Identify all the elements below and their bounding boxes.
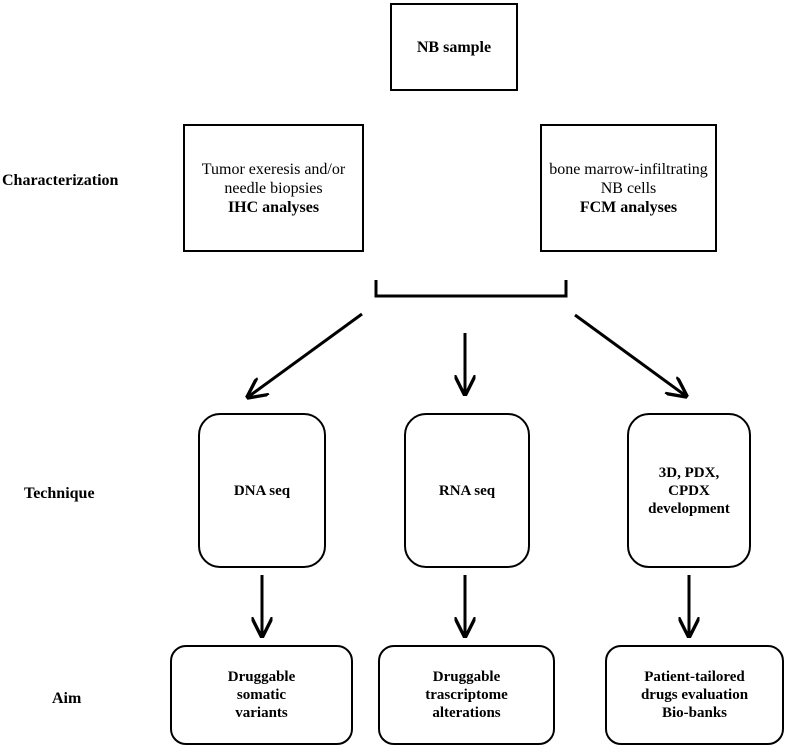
row-label-characterization: Characterization — [2, 172, 119, 189]
tumor-line-2: needle biopsies — [224, 179, 323, 197]
row-label-aim: Aim — [52, 690, 82, 707]
aim-box-transcriptome: Druggable trascriptome alterations — [378, 645, 555, 745]
characterization-box-tumor: Tumor exeresis and/or needle biopsies IH… — [183, 124, 364, 252]
aim-line: Druggable — [432, 669, 501, 685]
bracket-connector — [374, 280, 568, 298]
fcm-analyses-label: FCM analyses — [579, 198, 678, 216]
technique-box-dna-seq: DNA seq — [198, 413, 326, 568]
tumor-line-1: Tumor exeresis and/or — [201, 160, 346, 178]
technique-box-rna-seq: RNA seq — [404, 413, 530, 568]
aim-line: Druggable — [227, 669, 296, 685]
nb-sample-box: NB sample — [390, 3, 518, 91]
aim-line: alterations — [432, 705, 501, 721]
aim-line: somatic — [236, 687, 287, 703]
characterization-box-bone-marrow: bone marrow-infiltrating NB cells FCM an… — [540, 124, 717, 252]
technique-line: RNA seq — [438, 482, 496, 499]
technique-line: DNA seq — [233, 482, 291, 499]
aim-line: variants — [235, 705, 288, 721]
bone-marrow-line-1: bone marrow-infiltrating — [549, 160, 708, 178]
aim-box-somatic-variants: Druggable somatic variants — [170, 645, 353, 745]
aim-line: Bio-banks — [661, 705, 728, 721]
aim-box-patient-tailored: Patient-tailored drugs evaluation Bio-ba… — [605, 645, 784, 745]
technique-box-3d-pdx: 3D, PDX, CPDX development — [627, 413, 751, 568]
technique-line: 3D, PDX, — [658, 464, 720, 481]
nb-sample-label: NB sample — [416, 38, 492, 56]
technique-line: CPDX — [668, 482, 710, 499]
aim-line: trascriptome — [425, 687, 508, 703]
ihc-analyses-label: IHC analyses — [227, 198, 320, 216]
technique-line: development — [648, 500, 730, 517]
bone-marrow-line-2: NB cells — [600, 179, 657, 197]
arrow-to-dna-seq — [248, 312, 363, 397]
aim-line: drugs evaluation — [640, 687, 749, 703]
arrow-to-3d-pdx — [574, 313, 686, 396]
row-label-technique: Technique — [24, 485, 95, 502]
aim-line: Patient-tailored — [644, 669, 745, 685]
